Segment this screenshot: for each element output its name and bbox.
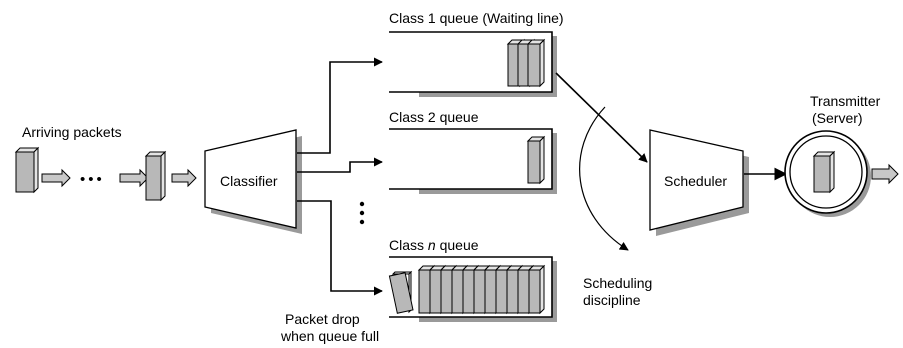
classifier-output-arrows bbox=[297, 57, 383, 296]
scheduler-block bbox=[649, 129, 749, 236]
class2-queue bbox=[389, 128, 557, 194]
class1-to-scheduler-arrow bbox=[555, 72, 648, 163]
arriving-packets-label: Arriving packets bbox=[22, 124, 122, 140]
classifier-block bbox=[204, 129, 302, 234]
packet-in-service bbox=[812, 150, 836, 194]
arriving-packet bbox=[144, 150, 167, 202]
route-to-class2 bbox=[297, 157, 383, 173]
route-to-class1 bbox=[297, 57, 383, 154]
arriving-packet bbox=[14, 146, 40, 194]
scheduler-label: Scheduler bbox=[664, 173, 727, 189]
class2-queued-packets bbox=[526, 135, 546, 185]
transmitter-server bbox=[784, 130, 871, 217]
dropped-packet bbox=[388, 270, 414, 314]
packet-flow-arrow bbox=[41, 168, 71, 188]
class1-queued-packets bbox=[506, 38, 546, 88]
scheduling-discipline-arc bbox=[579, 106, 629, 251]
packet-flow-arrow bbox=[171, 168, 197, 188]
packet-flow-arrow bbox=[119, 168, 149, 188]
queued-packet bbox=[527, 264, 546, 315]
class2-queue-label: Class 2 queue bbox=[389, 109, 479, 125]
classn-queue-index: n bbox=[428, 237, 436, 253]
scheduling-discipline-label: Scheduling discipline bbox=[583, 275, 656, 308]
class1-queue-label: Class 1 queue (Waiting line) bbox=[389, 10, 564, 26]
classn-queue-label: Class n queue bbox=[389, 237, 479, 253]
ellipsis-dots: ••• bbox=[80, 171, 105, 188]
classifier-label: Classifier bbox=[220, 173, 278, 189]
route-to-classn bbox=[297, 200, 383, 296]
classn-queued-packets bbox=[417, 264, 546, 315]
queued-packet bbox=[526, 135, 546, 185]
class1-queue bbox=[389, 31, 557, 97]
transmitter-label: Transmitter (Server) bbox=[810, 93, 884, 126]
queued-packet bbox=[526, 38, 546, 88]
output-arrow bbox=[871, 163, 899, 185]
more-queues-dots bbox=[359, 201, 365, 225]
classn-queue bbox=[389, 256, 557, 322]
packet-drop-label: Packet drop when queue full bbox=[280, 311, 379, 344]
